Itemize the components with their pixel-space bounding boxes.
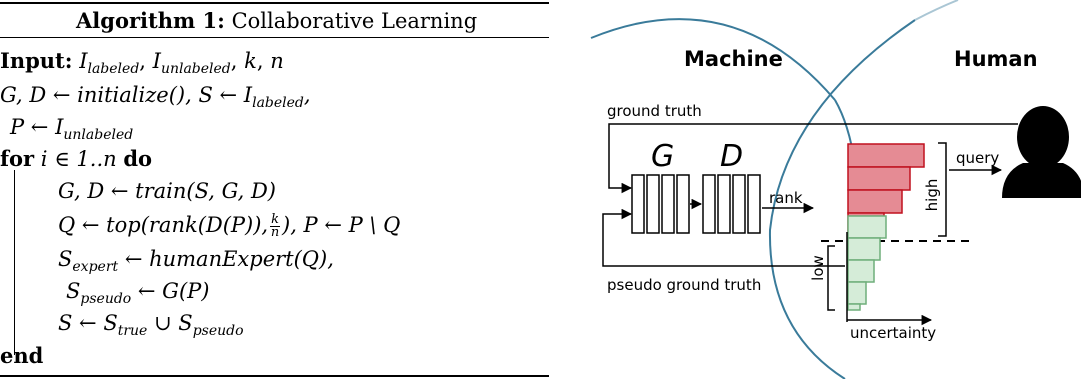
union-s: S ← S [58, 311, 118, 335]
bottom-rule [0, 375, 549, 377]
p-init-sub: unlabeled [63, 127, 134, 143]
expert-text: ← humanExpert(Q), [118, 247, 334, 271]
low-label: low [809, 255, 827, 281]
union-sub-true: true [117, 323, 148, 339]
pseudo-ground-truth-arrow [602, 208, 845, 267]
algorithm-title: Algorithm 1: Collaborative Learning [76, 8, 477, 34]
union-op: ∪ S [147, 311, 193, 335]
uncertainty-label: uncertainty [850, 324, 936, 342]
init-line: G, D ← initialize(), S ← Ilabeled, [0, 83, 311, 111]
unlabeled-sub: unlabeled [160, 61, 231, 77]
input-I-labeled: I [79, 49, 88, 73]
frac-num: k [270, 212, 280, 227]
p-init-line: P ← Iunlabeled [10, 114, 134, 143]
for-range: i ∈ 1..n [40, 147, 117, 171]
p-init-text: P ← I [10, 115, 64, 139]
discriminator-block [702, 174, 761, 234]
d-label: D [720, 139, 743, 174]
low-bracket [827, 245, 835, 311]
loop-bar [14, 170, 15, 355]
pseudo-ground-truth-label: pseudo ground truth [607, 276, 761, 294]
collaborative-learning-diagram: Machine Human ground truth G D rank pseu… [553, 0, 1081, 379]
high-label: high [923, 179, 941, 212]
title-rule [0, 37, 549, 38]
machine-label: Machine [684, 47, 783, 71]
frac-den: n [270, 225, 280, 240]
query-label: query [956, 149, 999, 167]
init-sub: labeled [252, 95, 304, 111]
input-I-unlabeled: I [152, 49, 161, 73]
high-bracket [938, 142, 947, 237]
train-line: G, D ← train(S, G, D) [58, 178, 276, 204]
low-uncertainty-bars [847, 215, 887, 311]
init-text: G, D ← initialize(), S ← I [0, 83, 253, 107]
g-label: G [651, 139, 674, 174]
end-keyword: end [0, 343, 44, 368]
rank-label: rank [769, 189, 803, 207]
ground-truth-label: ground truth [607, 102, 702, 120]
pseudo-sub: pseudo [80, 291, 132, 307]
human-circle-top [914, 0, 959, 21]
expert-s: S [58, 247, 73, 271]
end-line: end [0, 343, 43, 369]
pseudo-line: Spseudo ← G(P) [66, 278, 210, 307]
for-line: for i ∈ 1..n do [0, 146, 152, 172]
pseudo-text: ← G(P) [131, 279, 210, 303]
pseudo-s: S [66, 279, 81, 303]
do-keyword: do [123, 146, 153, 171]
train-text: G, D ← train(S, G, D) [58, 179, 276, 203]
algorithm-box: Algorithm 1: Collaborative Learning Inpu… [0, 2, 549, 377]
human-person-icon [1002, 106, 1081, 198]
algorithm-title-number: Algorithm 1: [76, 8, 225, 33]
algorithm-title-text: Collaborative Learning [231, 9, 478, 33]
human-label: Human [954, 47, 1038, 71]
for-keyword: for [0, 146, 35, 171]
labeled-sub: labeled [87, 61, 140, 77]
generator-block [631, 174, 690, 234]
expert-line: Sexpert ← humanExpert(Q), [58, 246, 334, 275]
query-text-b: ), P ← P \ Q [282, 213, 401, 237]
input-keyword: Input: [0, 48, 73, 73]
union-line: S ← Strue ∪ Spseudo [58, 310, 244, 339]
ground-truth-arrow [608, 123, 1018, 194]
union-sub-pseudo: pseudo [192, 323, 244, 339]
top-rule [0, 2, 549, 4]
query-text-a: Q ← top(rank(D(P)), [58, 213, 269, 237]
input-line: Input: Ilabeled, Iunlabeled, k, n [0, 48, 284, 77]
human-circle [768, 19, 916, 379]
machine-circle [590, 18, 836, 101]
expert-sub: expert [72, 259, 119, 275]
diagram-svg: Machine Human ground truth G D rank pseu… [590, 0, 1081, 379]
